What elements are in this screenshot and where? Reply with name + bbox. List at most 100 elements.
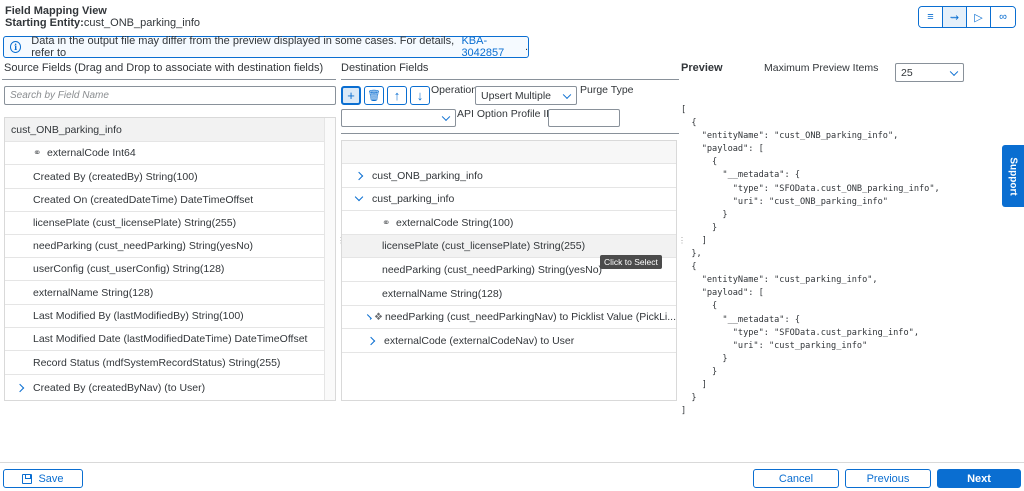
- source-field-row[interactable]: Record Status (mdfSystemRecordStatus) St…: [5, 352, 325, 375]
- json-line: }: [681, 209, 728, 220]
- json-line: ]: [681, 379, 707, 390]
- trash-icon: 🗑: [367, 90, 381, 102]
- previous-label: Previous: [866, 472, 910, 485]
- play-icon[interactable]: ▷: [967, 7, 991, 27]
- chevron-down-icon: [441, 112, 451, 122]
- chevron-down-icon: [949, 67, 959, 76]
- source-field-row[interactable]: Last Modified By (lastModifiedBy) String…: [5, 305, 325, 328]
- destination-toolbar-divider: [341, 133, 679, 134]
- source-field-row[interactable]: Created By (createdBy) String(100): [5, 166, 325, 189]
- json-line: "type": "SFOData.cust_parking_info",: [681, 327, 919, 338]
- list-icon[interactable]: ≡: [919, 7, 943, 27]
- source-field-label: externalName String(128): [33, 287, 154, 299]
- json-line: {: [681, 118, 697, 129]
- operation-select[interactable]: Upsert Multiple: [475, 86, 577, 105]
- source-field-label: Last Modified Date (lastModifiedDateTime…: [33, 333, 308, 345]
- destination-field-row[interactable]: externalName String(128): [342, 283, 676, 306]
- source-field-row[interactable]: needParking (cust_needParking) String(ye…: [5, 235, 325, 258]
- binoculars-icon[interactable]: ∞: [991, 7, 1015, 27]
- source-field-row[interactable]: licensePlate (cust_licensePlate) String(…: [5, 212, 325, 235]
- source-scrollbar[interactable]: [324, 118, 335, 400]
- footer-bar: Save Cancel Previous Next: [0, 462, 1024, 491]
- destination-fields-tree: cust_ONB_parking_info cust_parking_info …: [341, 140, 677, 401]
- view-switch: ≡ ⇝ ▷ ∞: [918, 6, 1016, 28]
- source-field-label: Record Status (mdfSystemRecordStatus) St…: [33, 357, 281, 369]
- info-suffix: .: [524, 41, 528, 53]
- destination-field-row[interactable]: licensePlate (cust_licensePlate) String(…: [342, 235, 676, 258]
- info-icon: i: [10, 41, 22, 53]
- api-option-profile-input[interactable]: [548, 109, 620, 127]
- source-field-row[interactable]: ⚭externalCode Int64: [5, 142, 325, 165]
- save-icon: [22, 473, 33, 484]
- max-preview-select[interactable]: 25: [895, 63, 964, 82]
- api-option-label: API Option Profile ID: [457, 108, 554, 120]
- chevron-right-icon[interactable]: [354, 171, 364, 181]
- json-line: "__metadata": {: [681, 314, 800, 325]
- source-field-row[interactable]: Created On (createdDateTime) DateTimeOff…: [5, 189, 325, 212]
- destination-field-row[interactable]: ⚭externalCode String(100): [342, 212, 676, 235]
- save-button[interactable]: Save: [3, 469, 83, 488]
- destination-nav-row[interactable]: externalCode (externalCodeNav) to User: [342, 330, 676, 353]
- previous-button[interactable]: Previous: [845, 469, 931, 488]
- chevron-down-icon: [562, 90, 572, 99]
- picklist-icon: ❖: [374, 311, 383, 323]
- json-line: }: [681, 366, 718, 377]
- support-label: Support: [1007, 156, 1019, 196]
- arrow-down-icon: ↓: [416, 88, 424, 103]
- move-up-button[interactable]: ↑: [387, 86, 407, 105]
- chevron-right-icon[interactable]: [15, 383, 25, 392]
- kba-link[interactable]: KBA-3042857: [461, 35, 505, 59]
- splitter-handle-icon[interactable]: ⋮: [678, 236, 686, 245]
- plus-icon: +: [347, 88, 355, 103]
- source-field-label: Created On (createdDateTime) DateTimeOff…: [33, 194, 254, 206]
- next-button[interactable]: Next: [937, 469, 1021, 488]
- support-button[interactable]: Support: [1002, 145, 1024, 207]
- chevron-right-icon[interactable]: [366, 314, 372, 320]
- tooltip: Click to Select: [600, 255, 662, 269]
- starting-entity: Starting Entity:cust_ONB_parking_info: [5, 17, 200, 29]
- destination-field-row[interactable]: needParking (cust_needParking) String(ye…: [342, 259, 676, 282]
- search-input[interactable]: [4, 86, 336, 105]
- destination-field-label: licensePlate (cust_licensePlate) String(…: [382, 240, 586, 252]
- page-title: Field Mapping View: [5, 5, 107, 17]
- destination-fields-title: Destination Fields: [341, 62, 429, 74]
- source-field-label: Last Modified By (lastModifiedBy) String…: [33, 310, 244, 322]
- destination-entity-row[interactable]: cust_ONB_parking_info: [342, 165, 676, 188]
- mapping-icon[interactable]: ⇝: [943, 7, 967, 27]
- info-message-strip: i Data in the output file may differ fro…: [3, 35, 529, 59]
- add-button[interactable]: +: [341, 86, 361, 105]
- source-entity-row[interactable]: cust_ONB_parking_info: [5, 118, 325, 142]
- move-down-button[interactable]: ↓: [410, 86, 430, 105]
- source-title-divider: [2, 79, 336, 80]
- json-line: "entityName": "cust_ONB_parking_info",: [681, 131, 899, 142]
- chevron-right-icon[interactable]: [366, 336, 376, 346]
- json-line: "entityName": "cust_parking_info",: [681, 275, 878, 286]
- chevron-down-icon[interactable]: [354, 192, 364, 202]
- purge-type-select[interactable]: [341, 109, 456, 127]
- source-fields-title: Source Fields (Drag and Drop to associat…: [4, 62, 324, 74]
- source-fields-tree: cust_ONB_parking_info ⚭externalCode Int6…: [4, 117, 336, 401]
- json-line: "__metadata": {: [681, 170, 800, 181]
- destination-field-label: externalName String(128): [382, 288, 503, 300]
- json-line: "uri": "cust_ONB_parking_info": [681, 196, 888, 207]
- source-field-row[interactable]: userConfig (cust_userConfig) String(128): [5, 258, 325, 281]
- source-nav-row[interactable]: Created By (createdByNav) (to User): [5, 376, 325, 399]
- delete-button[interactable]: 🗑: [364, 86, 384, 105]
- cancel-button[interactable]: Cancel: [753, 469, 839, 488]
- destination-field-label: needParking (cust_needParking) String(ye…: [382, 264, 603, 276]
- destination-field-label: externalCode (externalCodeNav) to User: [384, 335, 575, 347]
- source-field-label: externalCode Int64: [47, 147, 136, 159]
- operation-value: Upsert Multiple: [481, 89, 552, 102]
- json-line: {: [681, 157, 718, 168]
- arrow-up-icon: ↑: [393, 88, 401, 103]
- json-preview: [ { "entityName": "cust_ONB_parking_info…: [681, 104, 940, 418]
- json-line: ]: [681, 406, 687, 417]
- destination-entity-row[interactable]: cust_parking_info: [342, 188, 676, 211]
- destination-nav-row[interactable]: ❖needParking (cust_needParkingNav) to Pi…: [342, 306, 676, 329]
- source-field-label: Created By (createdByNav) (to User): [33, 381, 206, 394]
- source-field-row[interactable]: Last Modified Date (lastModifiedDateTime…: [5, 328, 325, 351]
- source-field-row[interactable]: externalName String(128): [5, 282, 325, 305]
- destination-title-divider: [341, 79, 679, 80]
- destination-field-label: needParking (cust_needParkingNav) to Pic…: [384, 311, 676, 323]
- json-line: },: [681, 249, 702, 260]
